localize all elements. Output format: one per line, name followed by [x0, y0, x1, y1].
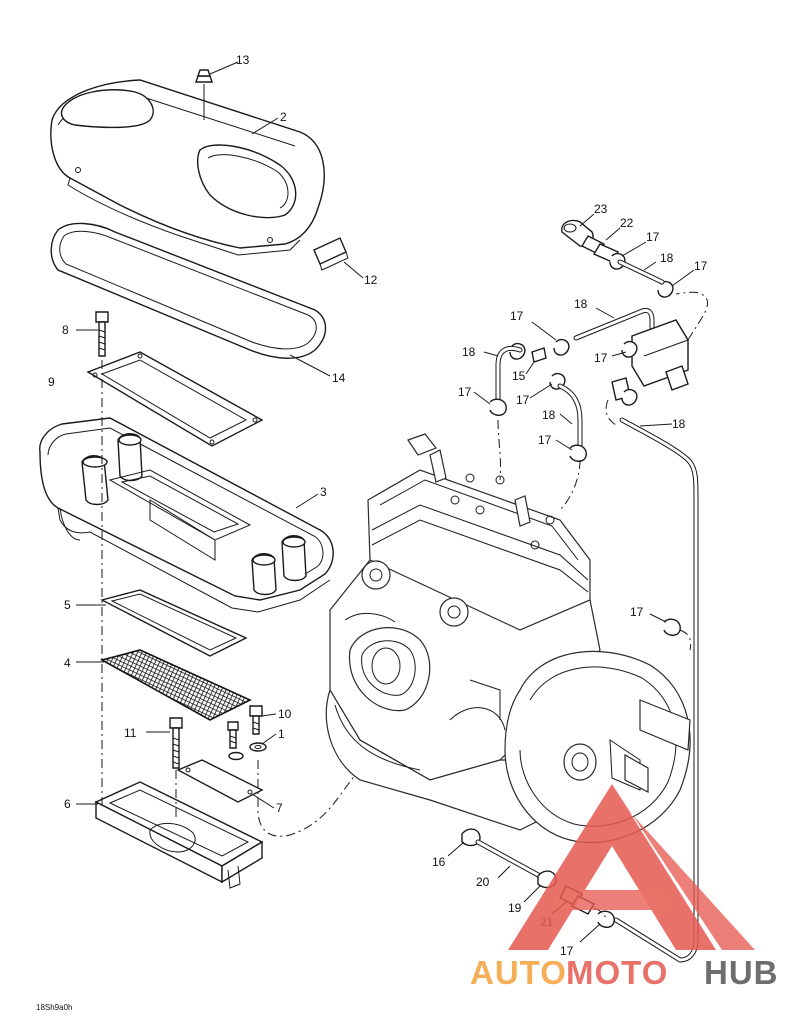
filter-gasket-part	[100, 589, 248, 657]
callout-20: 20	[476, 875, 490, 889]
callout-17-center: 17	[538, 433, 552, 447]
callout-3: 3	[320, 485, 327, 499]
flame-arrester-part	[99, 649, 252, 721]
callout-7: 7	[276, 801, 283, 815]
hose-assembly	[461, 219, 708, 963]
callout-22: 22	[620, 216, 634, 230]
watermark-auto: AUTO	[470, 954, 567, 991]
engine-block	[325, 433, 691, 844]
callout-6: 6	[64, 797, 71, 811]
lower-support-part	[94, 781, 264, 889]
callout-labels: 13 2 12 14 8 9 3 5 4 11 10 1 7 6 16 20 1…	[48, 53, 708, 958]
callout-13: 13	[236, 53, 250, 67]
callout-18-center: 18	[542, 408, 556, 422]
callout-18-right: 18	[672, 417, 686, 431]
callout-15: 15	[512, 369, 526, 383]
callout-10: 10	[278, 707, 292, 721]
leader-lines	[76, 61, 695, 943]
callout-18-top: 18	[660, 251, 674, 265]
callout-17-bottom: 17	[560, 944, 574, 958]
callout-17-top-b: 17	[694, 259, 708, 273]
callout-17-mid-a: 17	[510, 309, 524, 323]
callout-17-mid-b: 17	[516, 393, 530, 407]
callout-11: 11	[124, 726, 137, 740]
foam-block-part	[313, 237, 349, 271]
callout-17-left: 17	[458, 385, 472, 399]
small-plate-part	[176, 759, 264, 803]
triangle-a-logo-icon	[508, 784, 755, 950]
short-screw-part	[227, 705, 267, 761]
callout-17-mid-right: 17	[594, 351, 608, 365]
lower-bolt-part	[169, 717, 183, 769]
callout-4: 4	[64, 656, 71, 670]
callout-1: 1	[278, 727, 285, 741]
silencer-cover	[50, 79, 325, 256]
drawing-code: 18Sh9a0h	[36, 1003, 72, 1012]
watermark-moto: MOTO	[566, 954, 668, 991]
callout-8: 8	[62, 323, 69, 337]
long-bolt-part	[95, 311, 109, 357]
callout-12: 12	[364, 273, 378, 287]
callout-17-top-a: 17	[646, 230, 660, 244]
callout-5: 5	[64, 598, 71, 612]
silencer-base-part	[39, 417, 334, 613]
upper-gasket-part	[86, 351, 264, 447]
watermark-logo: AUTO MOTO HUB	[470, 784, 779, 991]
callout-23: 23	[594, 202, 608, 216]
callout-2: 2	[280, 110, 287, 124]
callout-18-left: 18	[462, 345, 476, 359]
large-gasket-part	[50, 222, 327, 359]
callout-9: 9	[48, 375, 55, 389]
watermark-hub: HUB	[704, 954, 779, 991]
callout-16: 16	[432, 855, 446, 869]
callout-18-mid-right: 18	[574, 297, 588, 311]
callout-14: 14	[332, 371, 346, 385]
callout-19: 19	[508, 901, 522, 915]
callout-17-right: 17	[630, 605, 644, 619]
grommet-part	[195, 69, 213, 120]
